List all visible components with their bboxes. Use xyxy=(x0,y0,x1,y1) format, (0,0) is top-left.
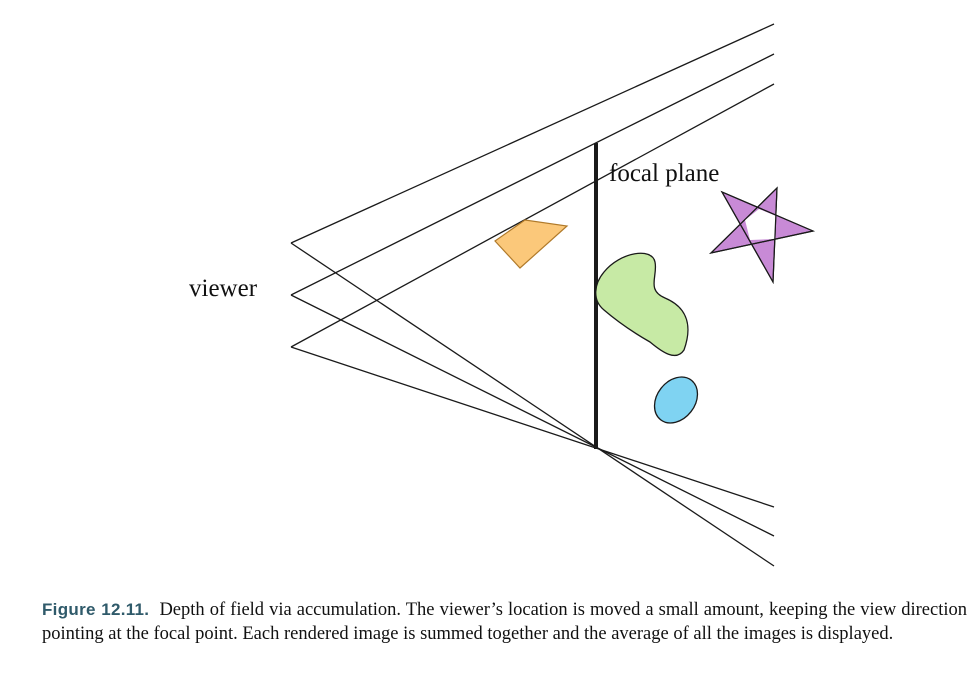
figure-caption: Figure 12.11. Depth of field via accumul… xyxy=(42,598,967,646)
caption-label: Figure 12.11. xyxy=(42,600,150,619)
ray-bottom-1 xyxy=(290,242,775,567)
ray-top-1 xyxy=(290,23,775,244)
orange-quadrilateral xyxy=(494,219,569,269)
caption-text: Depth of field via accumulation. The vie… xyxy=(42,600,967,644)
depth-of-field-diagram: viewer focal plane xyxy=(189,23,815,567)
blue-ellipse xyxy=(653,376,699,424)
star-center-hole xyxy=(745,209,776,240)
viewer-label: viewer xyxy=(189,275,258,302)
star-outline xyxy=(709,186,815,285)
ray-bottom-3 xyxy=(290,346,775,508)
ray-bottom-2 xyxy=(290,294,775,537)
ray-top-3 xyxy=(290,83,775,348)
green-blob xyxy=(595,252,689,357)
ray-top-2 xyxy=(290,53,775,296)
focal-plane-label: focal plane xyxy=(609,160,719,187)
view-rays xyxy=(290,23,775,567)
